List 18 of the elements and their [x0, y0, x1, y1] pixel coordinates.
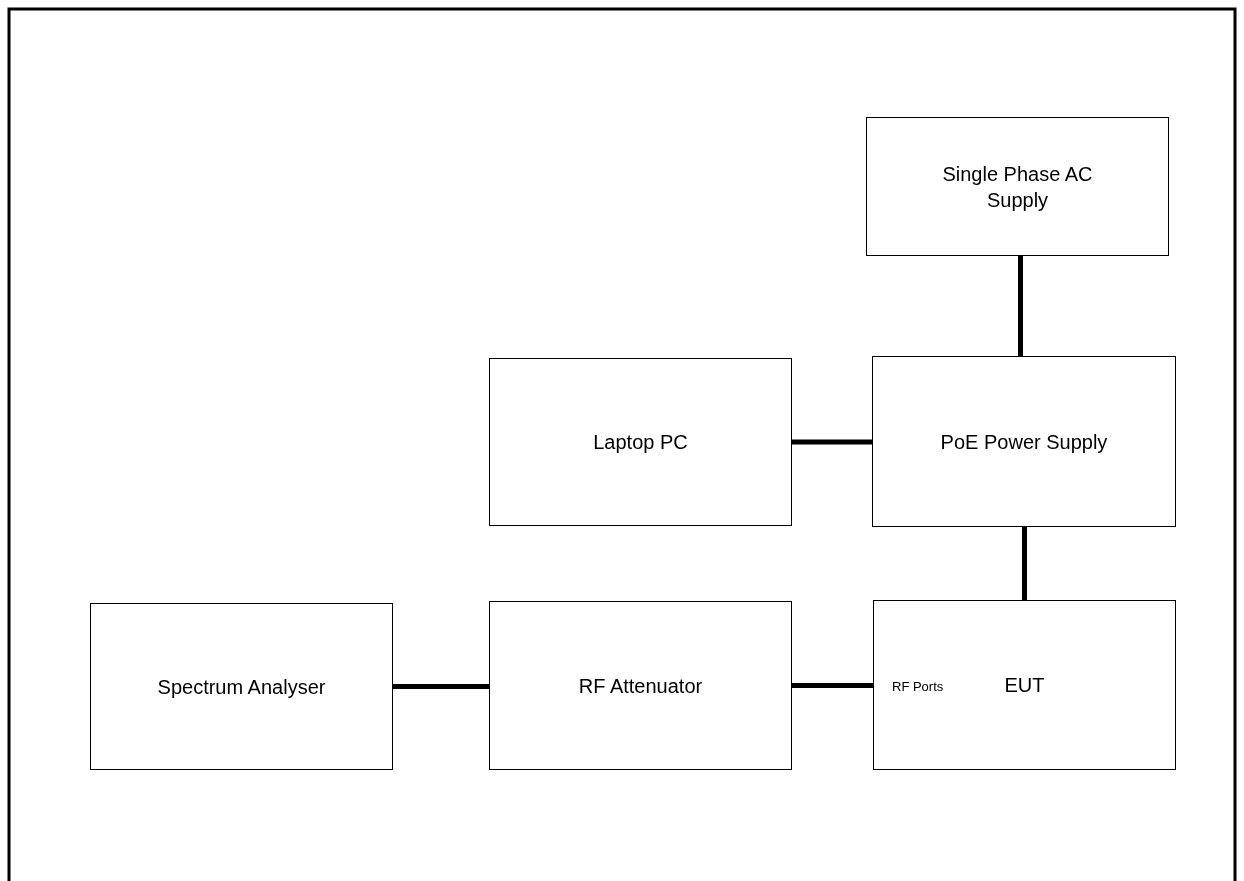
block-box	[489, 601, 792, 770]
block-label: Spectrum Analyser	[157, 674, 326, 700]
block-label: PoE Power Supply	[940, 429, 1108, 455]
port-label: RF Ports	[892, 679, 944, 694]
block-label: RF Attenuator	[578, 673, 703, 699]
block-box	[872, 356, 1176, 527]
block-label: Laptop PC	[593, 430, 688, 455]
block-label: Single Phase AC Supply	[941, 161, 1094, 213]
block-box	[873, 600, 1176, 770]
connector-line	[1018, 256, 1023, 356]
block-label: EUT	[1004, 673, 1045, 698]
block-box	[866, 117, 1169, 256]
connector-line	[393, 684, 489, 689]
connector-line	[792, 439, 872, 445]
connector-line	[792, 683, 873, 688]
connector-line	[1022, 527, 1027, 600]
block-box	[489, 358, 792, 526]
block-box	[90, 603, 393, 770]
